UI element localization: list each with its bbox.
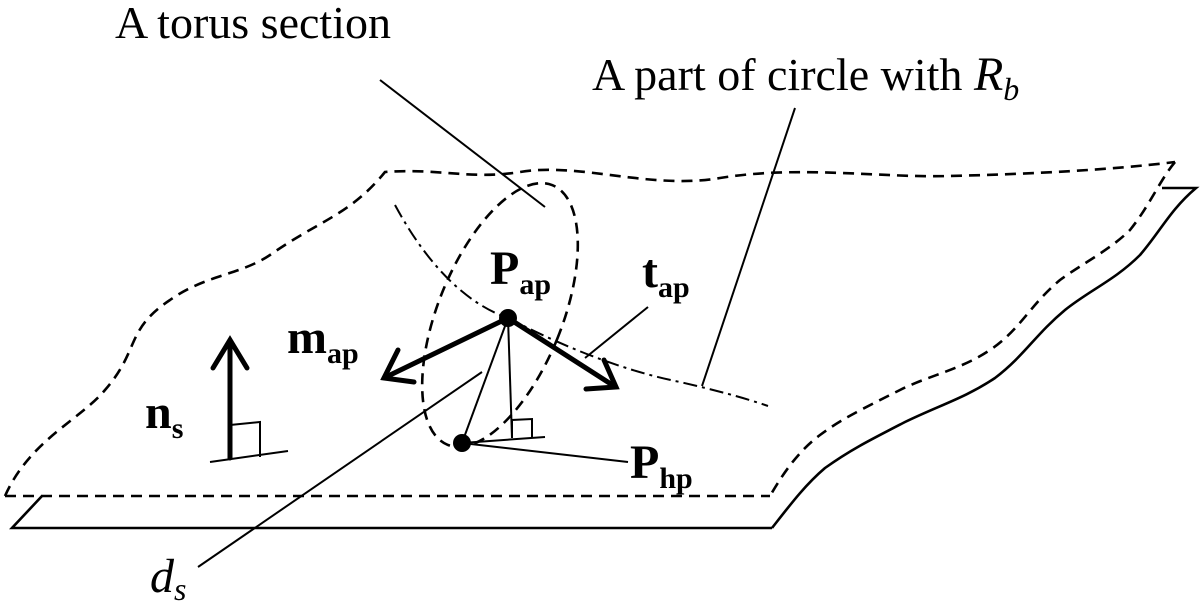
label-circle-part: A part of circle with Rb: [592, 48, 1019, 107]
point-p-ap[interactable]: [499, 309, 517, 327]
arrowhead-n-s: [210, 335, 250, 371]
torus-section-ellipse: [420, 181, 580, 449]
label-m-ap: map: [287, 311, 359, 370]
vector-t-ap[interactable]: [505, 315, 617, 389]
vector-m-ap[interactable]: [383, 315, 511, 380]
label-p-ap: Pap: [490, 242, 551, 301]
label-d-s: ds: [150, 550, 186, 607]
surface-right-edge-dashed: [768, 161, 1176, 497]
surface-bottom-edge-solid: [8, 495, 772, 530]
label-t-ap: tap: [642, 245, 690, 304]
label-circle-radius-sub: b: [1003, 71, 1019, 107]
line-pap-perpendicular: [507, 317, 513, 439]
leader-torus-section: [379, 79, 546, 208]
label-torus-section: A torus section: [115, 0, 391, 48]
n-s-base-line: [209, 450, 289, 463]
arrowhead-t-ap: [583, 357, 620, 392]
surface-top-edge: [3, 160, 1176, 497]
arrowhead-m-ap: [380, 347, 417, 385]
line-pap-to-php: [461, 317, 509, 444]
surface-right-edge-solid: [770, 186, 1200, 529]
right-angle-mark-foot: [511, 417, 533, 438]
leader-d-s: [197, 371, 483, 568]
leader-t-ap: [584, 306, 649, 359]
foot-line: [461, 436, 546, 444]
right-angle-mark-ns: [229, 420, 261, 457]
label-circle-part-text: A part of circle with: [592, 49, 974, 100]
label-circle-radius: R: [973, 48, 1003, 101]
leader-circle-rb: [701, 107, 796, 387]
circle-arc-rb: [394, 204, 769, 407]
leader-p-hp: [461, 442, 629, 463]
label-p-hp: Php: [630, 436, 693, 495]
label-n-s: ns: [145, 386, 183, 445]
point-p-hp[interactable]: [453, 434, 471, 452]
